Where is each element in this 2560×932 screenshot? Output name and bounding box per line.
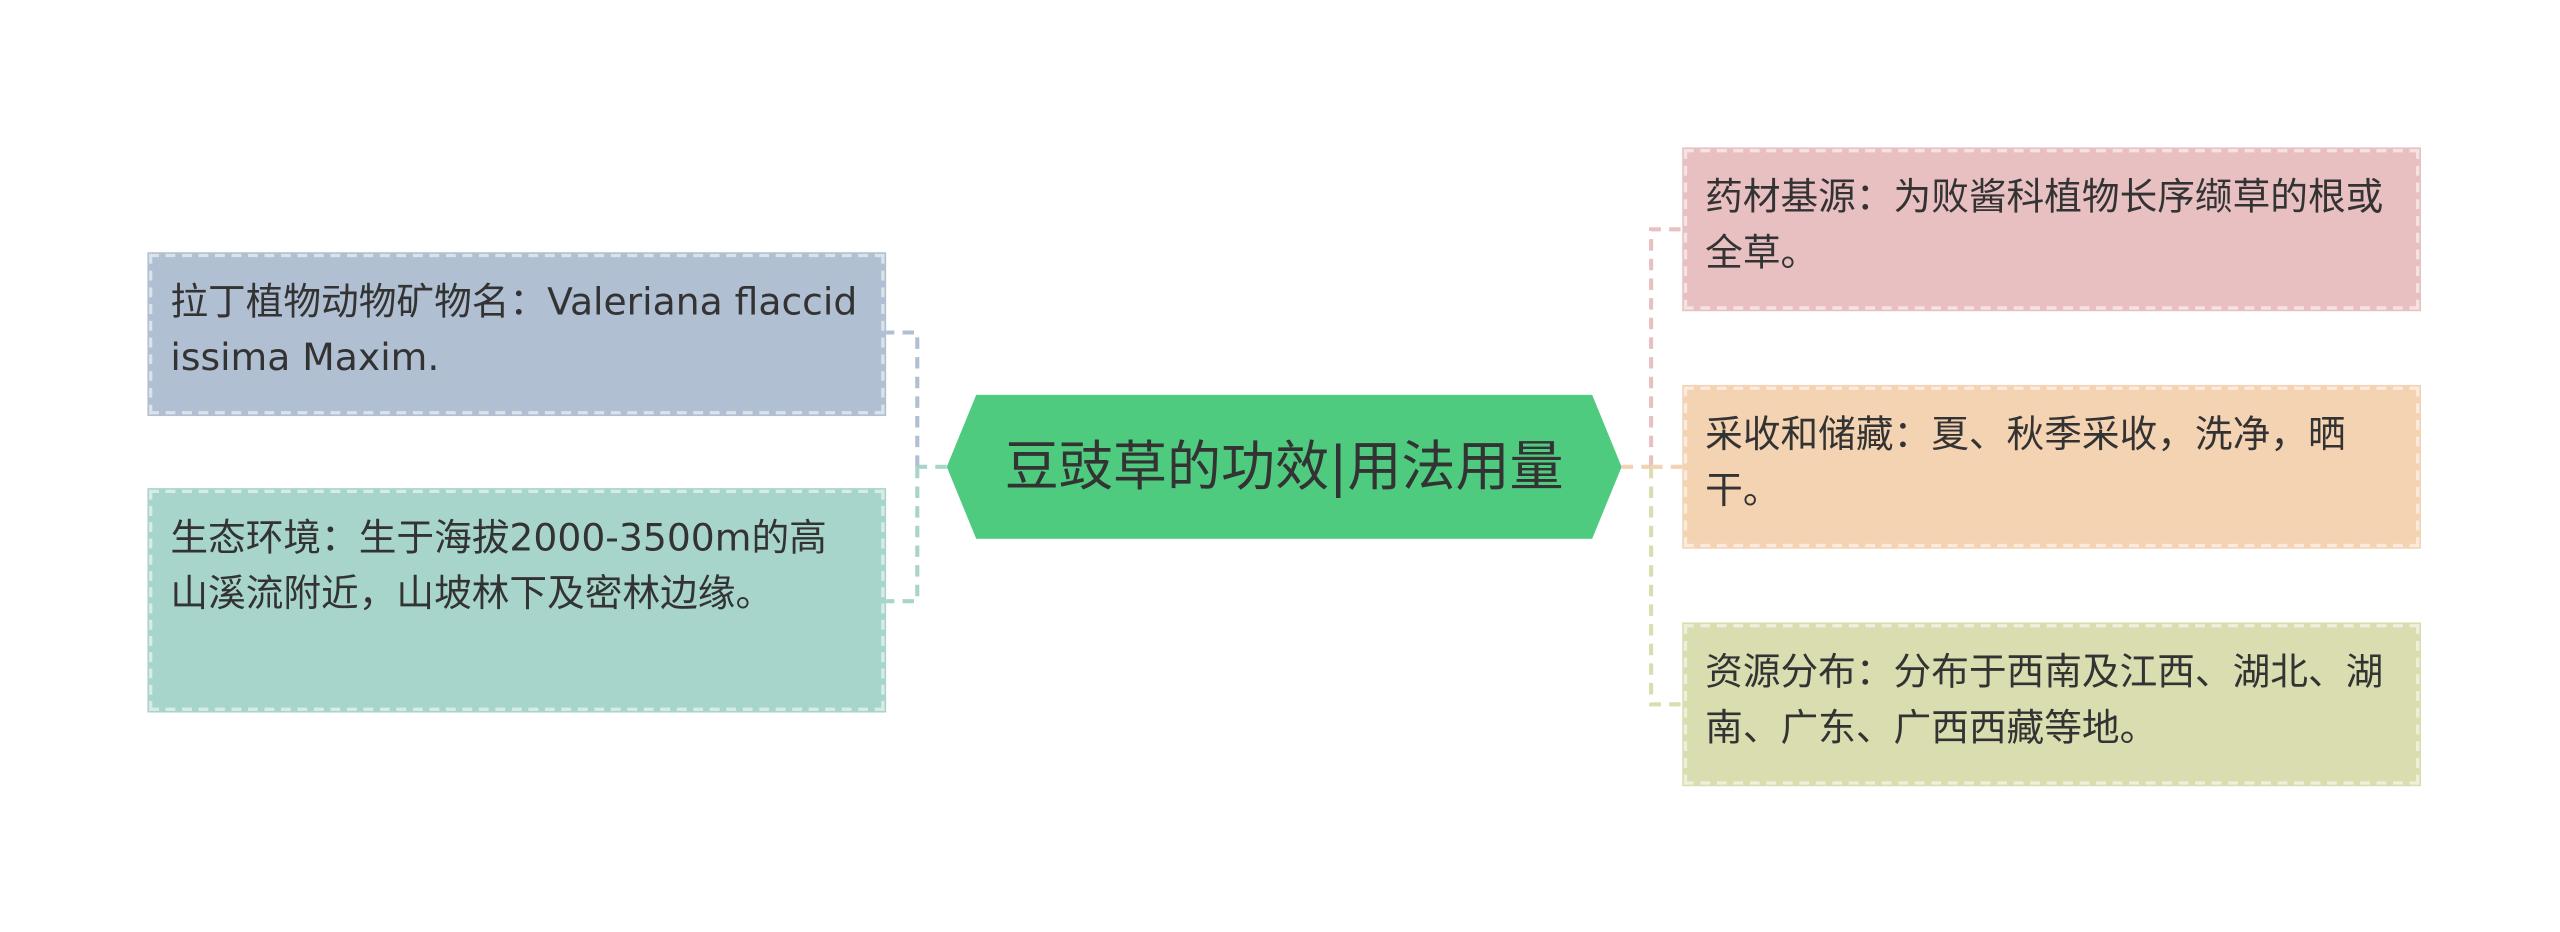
topic-text: 采收和储藏：夏、秋季采收，洗净，晒干。 (1705, 414, 2346, 513)
central-topic[interactable]: 豆豉草的功效|用法用量 (946, 394, 1622, 539)
central-topic-title: 豆豉草的功效|用法用量 (1004, 434, 1564, 498)
topic-text: 药材基源：为败酱科植物长序缬草的根或全草。 (1705, 176, 2384, 276)
node-dashed-border (1683, 386, 2420, 548)
central-topic-shape (946, 394, 1622, 539)
connector-right-3 (1649, 466, 1683, 707)
connector-left-2 (886, 466, 920, 604)
topic-node-harvest[interactable]: 采收和储藏：夏、秋季采收，洗净，晒干。 (1682, 384, 2421, 549)
connector-left-1 (886, 330, 920, 467)
topic-node-source[interactable]: 药材基源：为败酱科植物长序缬草的根或全草。 (1682, 147, 2421, 312)
topic-text: 生态环境：生于海拔2000-3500m的高山溪流附近，山坡林下及密林边缘。 (170, 517, 827, 616)
connector-right-1 (1649, 227, 1683, 467)
topic-text: 资源分布：分布于西南及江西、湖北、湖南、广东、广西西藏等地。 (1705, 651, 2384, 751)
topic-node-habitat[interactable]: 生态环境：生于海拔2000-3500m的高山溪流附近，山坡林下及密林边缘。 (147, 488, 887, 713)
topic-text: 拉丁植物动物矿物名：Valeriana flaccidissima Maxim. (170, 281, 858, 381)
topic-node-latin-name[interactable]: 拉丁植物动物矿物名：Valeriana flaccidissima Maxim. (147, 252, 887, 417)
node-dashed-border (1683, 624, 2420, 785)
topic-node-distribution[interactable]: 资源分布：分布于西南及江西、湖北、湖南、广东、广西西藏等地。 (1682, 622, 2421, 787)
node-dashed-border (1683, 149, 2420, 310)
node-dashed-border (149, 253, 885, 415)
